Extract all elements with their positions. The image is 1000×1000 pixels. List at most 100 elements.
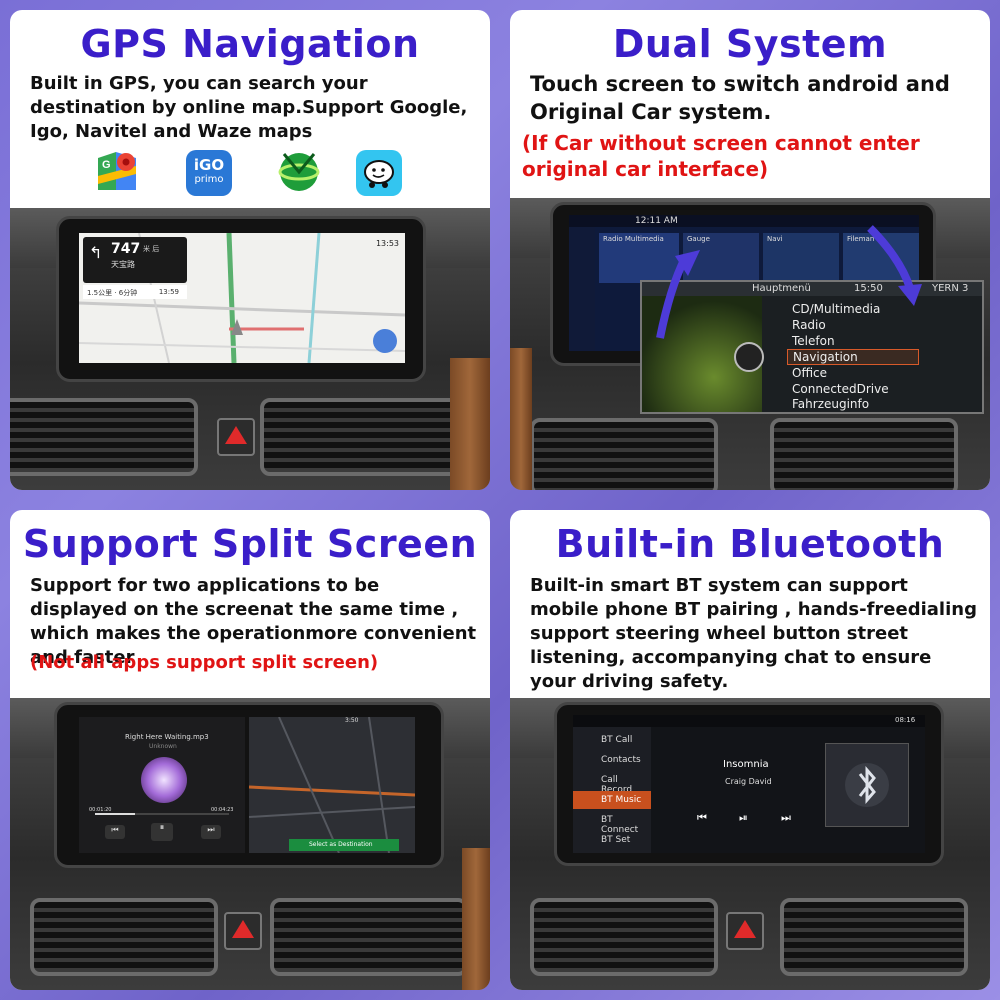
turn-street: 天宝路	[111, 260, 135, 269]
igo-primo-icon: iGO primo	[186, 150, 232, 196]
idrive-item[interactable]: Office	[792, 366, 828, 380]
bt-car-dashboard: 08:16 BT Call Contacts Call Record BT Mu…	[510, 698, 990, 990]
turn-left-arrow-icon: ↰	[89, 243, 103, 262]
hazard-button-icon	[224, 912, 262, 950]
navitel-icon	[274, 146, 320, 192]
gps-description: Built in GPS, you can search your destin…	[30, 73, 468, 142]
tile-radio-label: Radio Multimedia	[603, 235, 664, 243]
left-air-vent	[30, 898, 218, 976]
idrive-item[interactable]: Fahrzeuginfo	[792, 397, 870, 411]
bt-status-bar	[573, 715, 925, 727]
split-screen-panel: Support Split Screen Support for two app…	[10, 510, 490, 990]
waze-icon	[356, 150, 402, 196]
play-pause-icon[interactable]: ⏯	[739, 811, 748, 824]
hazard-button-icon	[726, 912, 764, 950]
bt-title: Built-in Bluetooth	[555, 522, 945, 566]
dual-system-panel: Dual System Touch screen to switch andro…	[510, 10, 990, 490]
dual-car-dashboard: 12:11 AM Radio Multimedia Gauge Navi Fil…	[510, 198, 990, 490]
next-icon[interactable]: ⏭	[201, 825, 221, 839]
split-car-dashboard: Right Here Waiting.mp3 Unknown 00:01:20 …	[10, 698, 490, 990]
bt-status-time: 08:16	[895, 716, 916, 724]
wood-trim	[462, 848, 490, 990]
split-warning: (Not all apps support split screen)	[30, 652, 379, 673]
bt-menu-item-active[interactable]: BT Music	[601, 795, 642, 805]
split-title: Support Split Screen	[22, 522, 478, 566]
bt-artist: Craig David	[725, 777, 772, 786]
tile-navi[interactable]: Navi	[763, 233, 839, 283]
split-song-title: Right Here Waiting.mp3	[125, 733, 209, 741]
wood-trim	[510, 348, 532, 490]
idrive-item[interactable]: CD/Multimedia	[792, 302, 881, 316]
progress-fill	[95, 813, 136, 815]
igo-label: iGO	[193, 156, 225, 174]
android-status-bar	[569, 215, 919, 227]
bt-menu-active-bg	[573, 791, 651, 809]
wood-trim	[450, 358, 490, 490]
eta-time: 13:59	[158, 288, 179, 296]
idrive-header: Hauptmenü	[752, 283, 811, 294]
svg-text:G: G	[102, 159, 111, 171]
idrive-screen: Hauptmenü 15:50 YERN 3 CD/Multimedia Rad…	[640, 280, 984, 414]
progress-track[interactable]	[95, 813, 229, 815]
bluetooth-icon	[825, 743, 909, 827]
android-sidebar	[569, 227, 595, 351]
turn-instruction-card: ↰ 747 米 后 天宝路	[83, 237, 187, 283]
right-air-vent	[780, 898, 968, 976]
idrive-item[interactable]: Radio	[792, 318, 826, 332]
dual-description: Touch screen to switch android and Origi…	[530, 72, 950, 124]
left-air-vent	[530, 418, 718, 490]
gps-head-unit: ↰ 747 米 后 天宝路 1.5公里 · 6分钟 13:59 13:53	[56, 216, 426, 382]
bt-description: Built-in smart BT system can support mob…	[530, 575, 977, 692]
right-air-vent	[270, 898, 468, 976]
idrive-item[interactable]: Telefon	[792, 334, 835, 348]
time-start: 00:01:20	[89, 807, 112, 813]
split-status-time: 3:50	[345, 717, 359, 724]
tile-radio[interactable]: Radio Multimedia	[599, 233, 679, 283]
idrive-time: 15:50	[854, 283, 883, 294]
tile-fileman-label: Fileman	[847, 235, 875, 243]
select-destination-label: Select as Destination	[309, 841, 373, 848]
tile-navi-label: Navi	[767, 235, 783, 243]
bt-head-unit: 08:16 BT Call Contacts Call Record BT Mu…	[554, 702, 944, 866]
dual-title: Dual System	[612, 22, 888, 66]
voice-mic-icon[interactable]	[373, 329, 397, 353]
right-air-vent	[770, 418, 958, 490]
bt-song: Insomnia	[723, 759, 769, 770]
bt-menu-item[interactable]: Call Record	[601, 775, 633, 795]
android-time: 12:11 AM	[635, 216, 678, 226]
album-art	[141, 757, 187, 803]
gps-title: GPS Navigation	[80, 22, 420, 66]
bt-menu-item[interactable]: BT Set	[601, 835, 631, 845]
dual-warning: (If Car without screen cannot enter orig…	[522, 131, 920, 181]
bt-menu-item[interactable]: BT Connect	[601, 815, 639, 835]
gps-car-dashboard: ↰ 747 米 后 天宝路 1.5公里 · 6分钟 13:59 13:53	[10, 208, 490, 490]
bt-menu-item[interactable]: Contacts	[601, 755, 641, 765]
idrive-controller-icon	[734, 342, 764, 372]
next-icon[interactable]: ⏭	[781, 811, 791, 824]
split-artist: Unknown	[149, 743, 177, 750]
turn-unit: 米 后	[143, 245, 160, 253]
idrive-header-bar	[642, 282, 982, 296]
right-air-vent	[260, 398, 468, 476]
idrive-corner: YERN 3	[932, 283, 969, 294]
bt-screen: 08:16 BT Call Contacts Call Record BT Mu…	[573, 715, 925, 853]
idrive-item-selected[interactable]: Navigation	[787, 349, 919, 365]
gps-map-screen: ↰ 747 米 后 天宝路 1.5公里 · 6分钟 13:59 13:53	[79, 233, 405, 363]
google-maps-icon: G	[94, 148, 140, 194]
hazard-button-icon	[217, 418, 255, 456]
pause-icon[interactable]: ⏸	[151, 823, 173, 841]
previous-icon[interactable]: ⏮	[105, 825, 125, 839]
bluetooth-panel: Built-in Bluetooth Built-in smart BT sys…	[510, 510, 990, 990]
bt-menu-item[interactable]: BT Call	[601, 735, 633, 745]
idrive-item[interactable]: ConnectedDrive	[792, 382, 889, 396]
gps-panel: GPS Navigation Built in GPS, you can sea…	[10, 10, 490, 490]
eta-bar: 1.5公里 · 6分钟 13:59	[83, 285, 187, 299]
switch-arrows-icon	[656, 225, 922, 339]
igo-sub: primo	[194, 174, 224, 185]
music-player-pane: Right Here Waiting.mp3 Unknown 00:01:20 …	[79, 717, 245, 853]
select-destination-button[interactable]: Select as Destination	[289, 839, 399, 851]
eta-distance: 1.5公里 · 6分钟	[87, 289, 138, 297]
time-end: 00:04:23	[211, 807, 234, 813]
tile-gauge-label: Gauge	[687, 235, 710, 243]
previous-icon[interactable]: ⏮	[697, 811, 707, 824]
